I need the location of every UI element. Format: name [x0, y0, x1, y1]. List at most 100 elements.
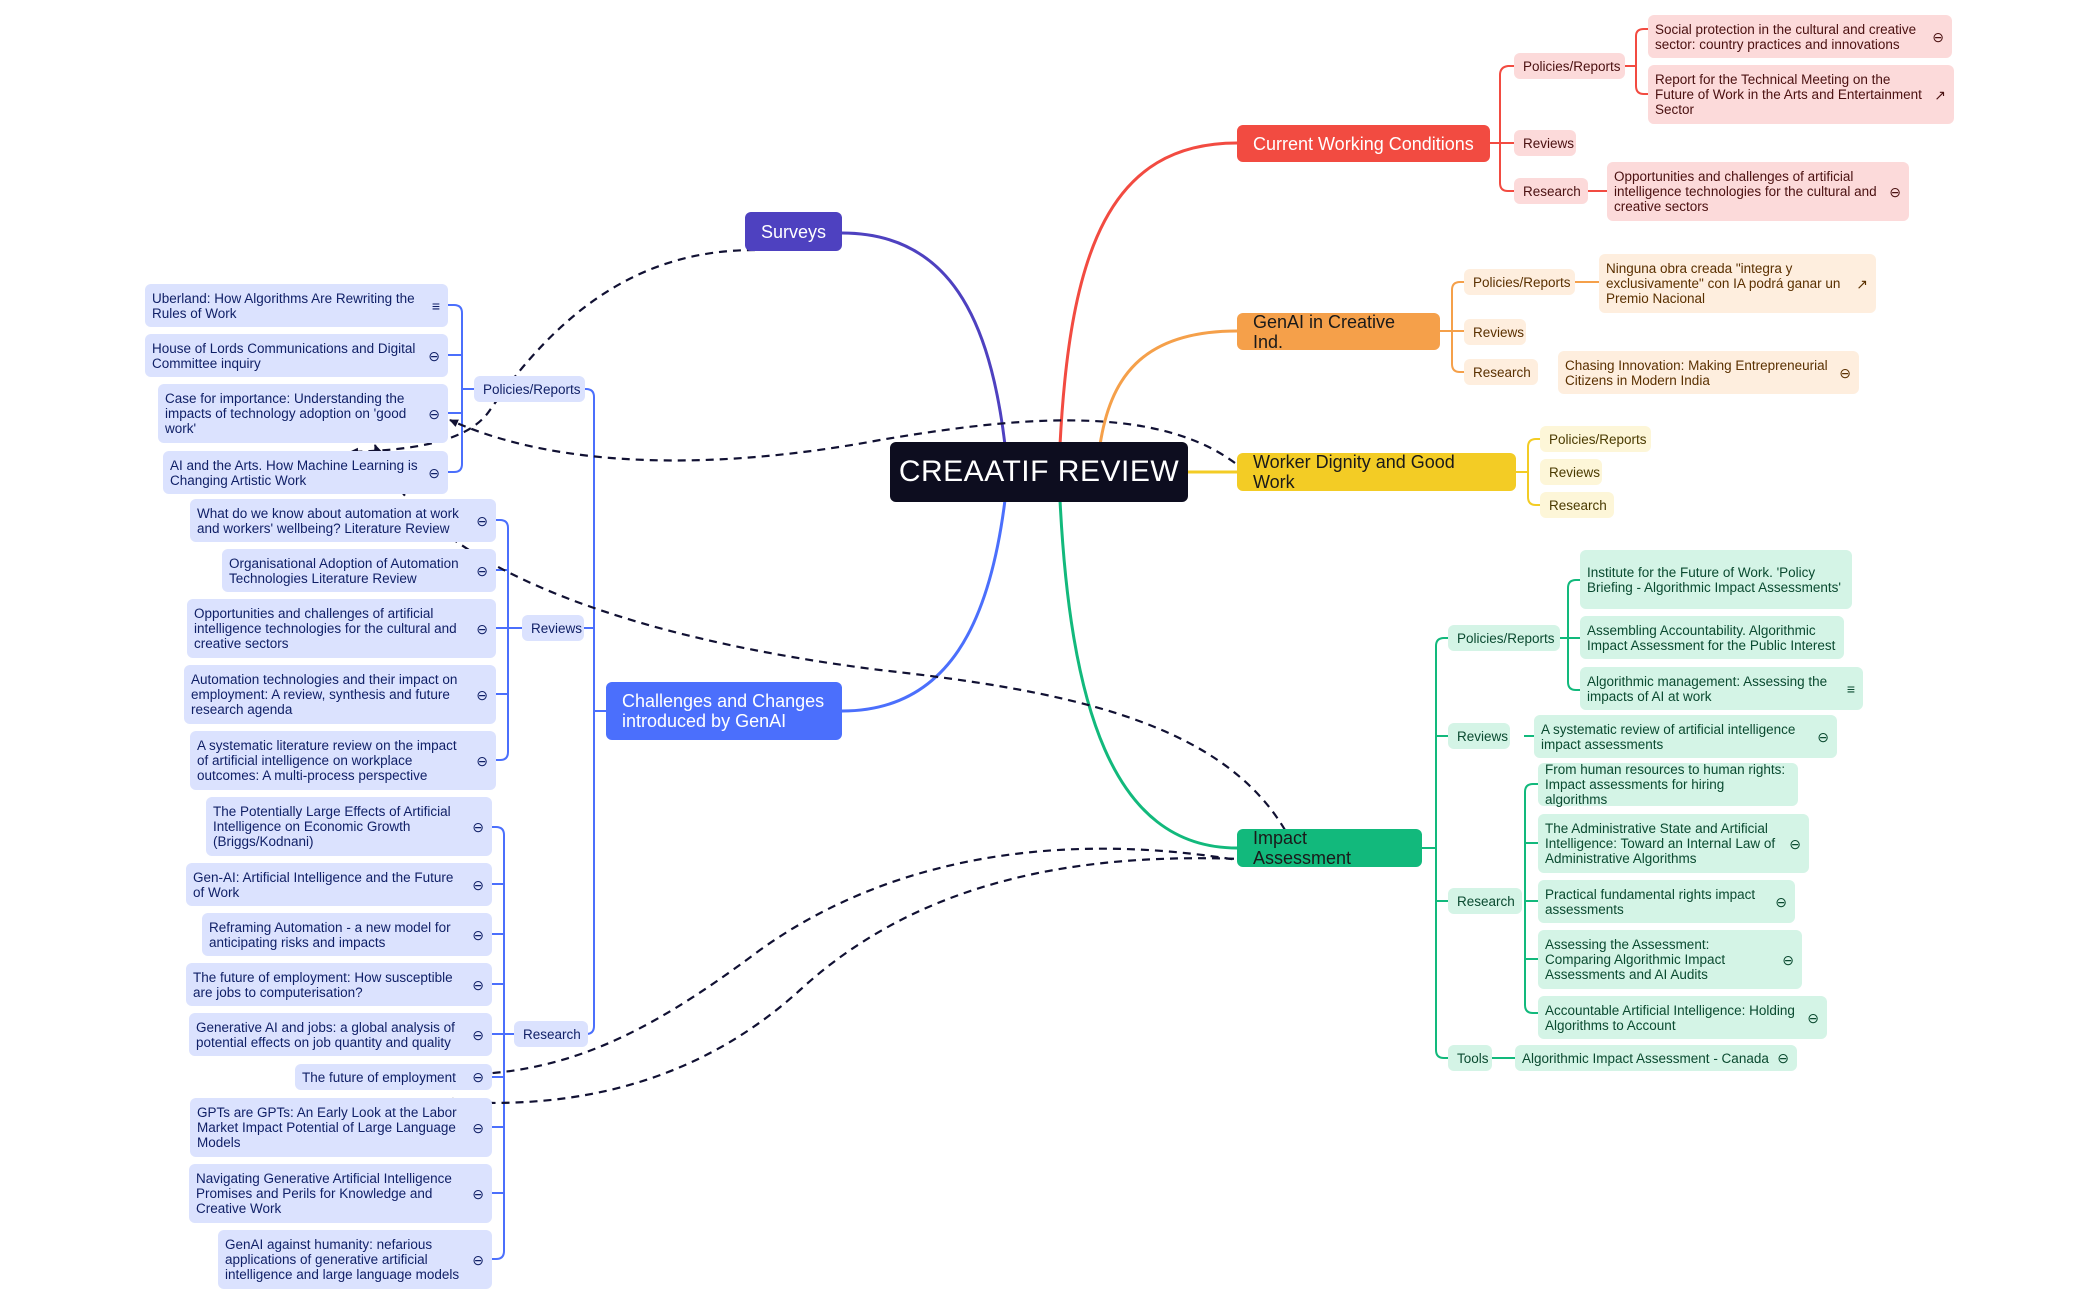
topic-genai-creative-industries[interactable]: GenAI in Creative Ind.: [1237, 312, 1440, 352]
minus-circle-icon[interactable]: ⊖: [1932, 28, 1944, 45]
cwc-policy-item[interactable]: Report for the Technical Meeting on the …: [1648, 65, 1954, 124]
minus-circle-icon[interactable]: ⊖: [1889, 183, 1901, 200]
wd-reviews[interactable]: Reviews: [1540, 459, 1602, 485]
ia-research-item[interactable]: The Administrative State and Artificial …: [1538, 814, 1809, 873]
minus-circle-icon[interactable]: ⊖: [476, 512, 488, 529]
cc-review-item[interactable]: Organisational Adoption of Automation Te…: [222, 549, 496, 592]
ia-research-item[interactable]: Practical fundamental rights impact asse…: [1538, 880, 1795, 923]
wd-policies-reports[interactable]: Policies/Reports: [1540, 426, 1651, 452]
minus-circle-icon[interactable]: ⊖: [472, 1251, 484, 1268]
minus-circle-icon[interactable]: ⊖: [1839, 364, 1851, 381]
root-node[interactable]: CREAATIF REVIEW: [890, 442, 1188, 502]
cwc-reviews[interactable]: Reviews: [1514, 130, 1576, 156]
link-ia-policies: [1560, 579, 1580, 691]
link-wd-cats: [1516, 438, 1540, 506]
cc-review-item[interactable]: Automation technologies and their impact…: [184, 665, 496, 724]
ia-research-item[interactable]: Assessing the Assessment: Comparing Algo…: [1538, 930, 1802, 989]
minus-circle-icon[interactable]: ⊖: [472, 818, 484, 835]
link-cc-policies: [448, 304, 474, 473]
root-title: CREAATIF REVIEW: [898, 455, 1180, 488]
link-root-ia: [1058, 499, 1238, 850]
cc-research-item[interactable]: Generative AI and jobs: a global analysi…: [189, 1013, 492, 1056]
ia-research-item[interactable]: Accountable Artificial Intelligence: Hol…: [1538, 996, 1827, 1039]
minus-circle-icon[interactable]: ⊖: [472, 1119, 484, 1136]
notes-icon[interactable]: ≡: [431, 297, 440, 314]
topic-impact-assessment[interactable]: Impact Assessment: [1237, 828, 1422, 868]
cc-research[interactable]: Research: [514, 1021, 588, 1047]
cc-review-item[interactable]: What do we know about automation at work…: [190, 499, 496, 542]
minus-circle-icon[interactable]: ⊖: [428, 464, 440, 481]
genai-reviews[interactable]: Reviews: [1464, 319, 1526, 345]
ia-review-item[interactable]: A systematic review of artificial intell…: [1534, 715, 1837, 758]
ia-reviews[interactable]: Reviews: [1448, 723, 1510, 749]
minus-circle-icon[interactable]: ⊖: [476, 562, 488, 579]
relation-ia-to-ai-arts: [373, 444, 1286, 831]
minus-circle-icon[interactable]: ⊖: [1775, 893, 1787, 910]
minus-circle-icon[interactable]: ⊖: [472, 1069, 484, 1085]
minus-circle-icon[interactable]: ⊖: [472, 1026, 484, 1043]
link-root-surveys: [841, 231, 1007, 446]
ia-policy-item[interactable]: Institute for the Future of Work. 'Polic…: [1580, 550, 1852, 609]
minus-circle-icon[interactable]: ⊖: [1782, 951, 1794, 968]
cwc-research[interactable]: Research: [1514, 178, 1588, 204]
minus-circle-icon[interactable]: ⊖: [472, 976, 484, 993]
ia-tools[interactable]: Tools: [1448, 1045, 1492, 1071]
cc-policies-reports[interactable]: Policies/Reports: [474, 376, 585, 402]
wd-research[interactable]: Research: [1540, 492, 1614, 518]
cc-policy-item[interactable]: AI and the Arts. How Machine Learning is…: [163, 451, 448, 494]
minus-circle-icon[interactable]: ⊖: [1807, 1009, 1819, 1026]
cc-research-item[interactable]: The Potentially Large Effects of Artific…: [206, 797, 492, 856]
ia-policy-item[interactable]: Algorithmic management: Assessing the im…: [1580, 667, 1863, 710]
ia-policy-item[interactable]: Assembling Accountability. Algorithmic I…: [1580, 616, 1844, 659]
cc-review-item[interactable]: A systematic literature review on the im…: [190, 731, 496, 790]
minus-circle-icon[interactable]: ⊖: [428, 405, 440, 422]
cc-research-item[interactable]: GenAI against humanity: nefarious applic…: [218, 1230, 492, 1289]
minus-circle-icon[interactable]: ⊖: [476, 752, 488, 769]
notes-icon[interactable]: ≡: [1846, 680, 1855, 697]
minus-circle-icon[interactable]: ⊖: [472, 926, 484, 943]
cc-research-item[interactable]: Gen-AI: Artificial Intelligence and the …: [186, 863, 492, 906]
genai-research[interactable]: Research: [1464, 359, 1538, 385]
minus-circle-icon[interactable]: ⊖: [476, 686, 488, 703]
cwc-policy-item[interactable]: Social protection in the cultural and cr…: [1648, 15, 1952, 58]
cc-review-item[interactable]: Opportunities and challenges of artifici…: [187, 599, 496, 658]
topic-surveys[interactable]: Surveys: [745, 212, 842, 251]
cc-policy-item[interactable]: Uberland: How Algorithms Are Rewriting t…: [145, 284, 448, 327]
topic-worker-dignity[interactable]: Worker Dignity and Good Work: [1237, 452, 1516, 492]
cc-research-item[interactable]: The future of employment ⊖: [295, 1064, 492, 1090]
relation-ia-to-gpts: [444, 857, 1263, 1106]
cc-research-item[interactable]: Reframing Automation - a new model for a…: [202, 913, 492, 956]
minus-circle-icon[interactable]: ⊖: [428, 347, 440, 364]
external-link-icon[interactable]: ↗: [1856, 275, 1868, 292]
ia-tools-item[interactable]: Algorithmic Impact Assessment - Canada ⊖: [1515, 1045, 1797, 1071]
cc-policy-item[interactable]: Case for importance: Understanding the i…: [158, 384, 448, 443]
cwc-research-item[interactable]: Opportunities and challenges of artifici…: [1607, 162, 1909, 221]
ia-research-item[interactable]: From human resources to human rights: Im…: [1538, 762, 1798, 807]
minus-circle-icon[interactable]: ⊖: [476, 620, 488, 637]
genai-policy-item[interactable]: Ninguna obra creada "integra y exclusiva…: [1599, 254, 1876, 313]
cc-research-item[interactable]: Navigating Generative Artificial Intelli…: [189, 1164, 492, 1223]
genai-policies-reports[interactable]: Policies/Reports: [1464, 269, 1575, 295]
minus-circle-icon[interactable]: ⊖: [1817, 728, 1829, 745]
minus-circle-icon[interactable]: ⊖: [1777, 1050, 1789, 1066]
link-root-cc: [841, 499, 1007, 713]
minus-circle-icon[interactable]: ⊖: [472, 1185, 484, 1202]
cc-research-item[interactable]: The future of employment: How susceptibl…: [186, 963, 492, 1006]
ia-research[interactable]: Research: [1448, 888, 1522, 914]
cc-policy-item[interactable]: House of Lords Communications and Digita…: [145, 334, 448, 377]
genai-research-item[interactable]: Chasing Innovation: Making Entrepreneuri…: [1558, 351, 1859, 394]
link-root-cwc: [1058, 141, 1238, 446]
minus-circle-icon[interactable]: ⊖: [472, 876, 484, 893]
cc-research-item[interactable]: GPTs are GPTs: An Early Look at the Labo…: [190, 1098, 492, 1157]
topic-current-working-conditions[interactable]: Current Working Conditions: [1237, 125, 1490, 162]
relation-wd-to-case: [449, 418, 1236, 464]
cc-reviews[interactable]: Reviews: [522, 615, 584, 641]
link-ia-research: [1524, 783, 1538, 1014]
minus-circle-icon[interactable]: ⊖: [1789, 835, 1801, 852]
topic-challenges-changes[interactable]: Challenges and Changes introduced by Gen…: [606, 682, 842, 740]
ia-policies-reports[interactable]: Policies/Reports: [1448, 625, 1560, 651]
link-cwc-policies: [1625, 28, 1648, 95]
external-link-icon[interactable]: ↗: [1934, 86, 1946, 103]
cwc-policies-reports[interactable]: Policies/Reports: [1514, 53, 1625, 79]
